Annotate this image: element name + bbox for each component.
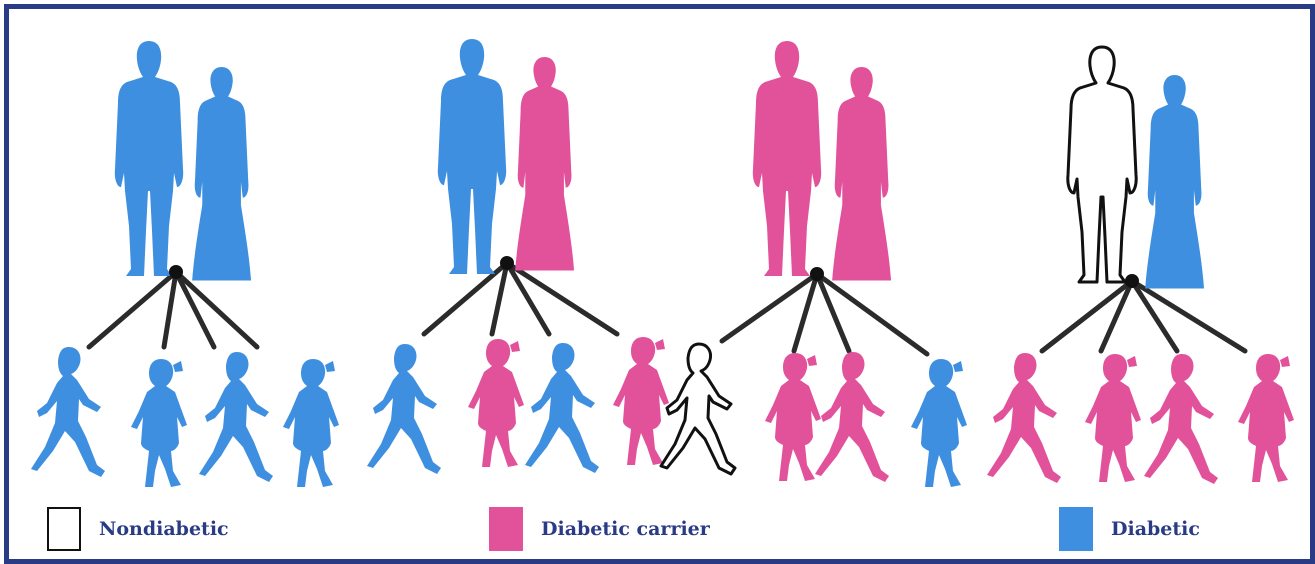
father-figure-diabetic: [115, 41, 183, 276]
father-figure-nondiabetic: [1068, 47, 1136, 282]
legend-label-diabetic: Diabetic: [1111, 518, 1200, 540]
family-1: [31, 41, 339, 487]
family-4: [987, 47, 1294, 484]
connector-line: [176, 272, 257, 347]
mother-figure-carrier: [832, 67, 891, 280]
child-figure-carrier: [815, 352, 889, 482]
legend-carrier: Diabetic carrier: [489, 499, 710, 559]
child-figure-diabetic: [31, 347, 105, 477]
mother-figure-diabetic: [1145, 75, 1204, 288]
child-figure-diabetic: [131, 359, 187, 487]
child-figure-carrier: [468, 339, 524, 467]
family-3: [661, 41, 967, 487]
connector-line: [176, 272, 214, 347]
junction-node: [500, 256, 514, 270]
legend-label-carrier: Diabetic carrier: [541, 518, 710, 540]
legend-swatch-carrier: [489, 507, 523, 551]
connector-line: [1132, 281, 1245, 351]
junction-node: [1125, 274, 1139, 288]
child-figure-nondiabetic: [661, 344, 735, 474]
connector-line: [722, 274, 817, 341]
child-figure-diabetic: [367, 344, 441, 474]
mother-figure-diabetic: [192, 67, 251, 280]
child-figure-carrier: [1238, 354, 1294, 482]
connector-line: [507, 263, 617, 334]
legend-diabetic: Diabetic: [1059, 499, 1200, 559]
child-figure-diabetic: [911, 359, 967, 487]
family-2: [367, 39, 669, 474]
father-figure-diabetic: [438, 39, 506, 274]
legend-swatch-diabetic: [1059, 507, 1093, 551]
connector-line: [1132, 281, 1177, 351]
child-figure-carrier: [1085, 354, 1141, 482]
child-figure-diabetic: [199, 352, 273, 482]
junction-node: [169, 265, 183, 279]
child-figure-carrier: [1144, 354, 1218, 484]
inheritance-diagram: [9, 9, 1310, 559]
child-figure-diabetic: [283, 359, 339, 487]
legend-swatch-nondiabetic: [47, 507, 81, 551]
child-figure-carrier: [765, 353, 821, 481]
child-figure-diabetic: [525, 343, 599, 473]
junction-node: [810, 267, 824, 281]
legend-label-nondiabetic: Nondiabetic: [99, 518, 229, 540]
diagram-frame: Nondiabetic Diabetic carrier Diabetic: [4, 4, 1315, 564]
child-figure-carrier: [987, 353, 1061, 483]
legend-nondiabetic: Nondiabetic: [47, 499, 229, 559]
father-figure-carrier: [753, 41, 821, 276]
mother-figure-carrier: [515, 57, 574, 270]
connector-line: [89, 272, 176, 347]
child-figure-carrier: [613, 337, 669, 465]
